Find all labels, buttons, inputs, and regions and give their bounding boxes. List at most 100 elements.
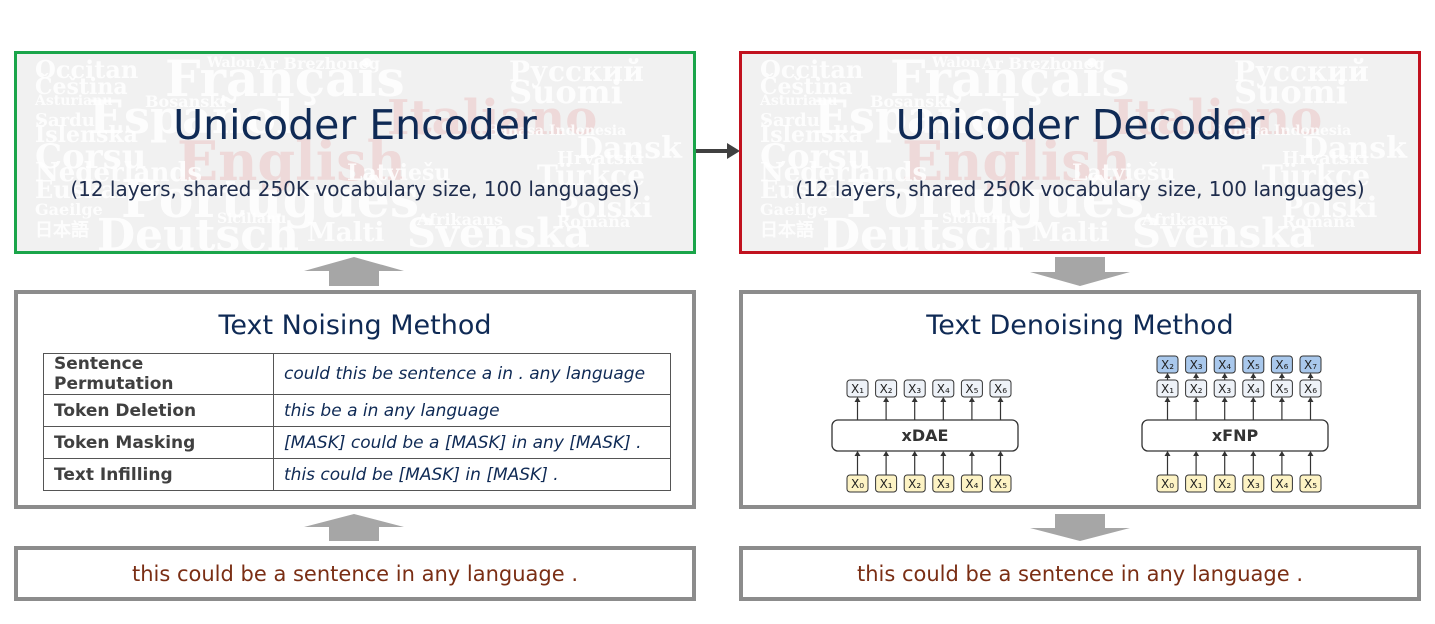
wordcloud-word: Latviešu (1072, 160, 1176, 186)
wordcloud-word: Deutsch (822, 210, 1025, 254)
token-arrowhead (883, 397, 890, 402)
wordcloud-word: Asturianu (35, 93, 113, 109)
wordcloud-word: Русский (509, 55, 644, 88)
input-token: X₄ (1275, 477, 1288, 491)
output-token-box (875, 379, 898, 398)
wordcloud-word: Hrvatski (557, 148, 644, 169)
wordcloud-word: Malti (1032, 218, 1110, 248)
encoder-title: Unicoder Encoder (173, 101, 537, 149)
wordcloud-word: Dansk (577, 131, 682, 166)
output-sentence: this could be a sentence in any language… (856, 562, 1303, 586)
wordcloud-word: 日本語 (35, 220, 89, 241)
wordcloud-word: Português (846, 169, 1145, 230)
future-token: X₄ (1218, 358, 1231, 372)
wordcloud-word: Gaeilge (760, 200, 828, 219)
output-token: X₅ (965, 382, 978, 396)
noising-example: this be a in any language (273, 394, 671, 427)
input-token: X₁ (1190, 477, 1203, 491)
wordcloud-word: Corsu (35, 137, 147, 177)
noising-method-box: Text Noising Method Sentence Permutation… (14, 290, 696, 509)
token-arrowhead (1221, 451, 1228, 456)
wordcloud-word: Ar Brezhoneg (257, 54, 380, 73)
wordcloud-word: Malti (307, 218, 385, 248)
token-arrowhead (911, 451, 918, 456)
wordcloud-word: Sardu (760, 110, 820, 131)
input-token: X₂ (1218, 477, 1231, 491)
wordcloud-word: Bosanski (870, 92, 952, 111)
denoising-title: Text Denoising Method (926, 310, 1234, 341)
noising-title: Text Noising Method (218, 310, 492, 341)
wordcloud-word: Polski (557, 191, 653, 224)
noising-method-name: Token Deletion (43, 394, 274, 427)
input-token: X₅ (994, 477, 1007, 491)
token-arrowhead (1193, 373, 1200, 378)
future-token: X₅ (1247, 358, 1260, 372)
noising-row: Token Masking[MASK] could be a [MASK] in… (43, 426, 671, 459)
input-sentence: this could be a sentence in any language… (131, 562, 578, 586)
output-token: X₂ (880, 382, 893, 396)
up-arrow-from-input (304, 514, 404, 541)
future-token-box (1213, 355, 1236, 374)
wordcloud-word: Gaeilge (35, 200, 103, 219)
wordcloud-word: Italiano (1112, 90, 1323, 146)
wordcloud-word: Deutsch (97, 210, 300, 254)
output-token: X₂ (1190, 382, 1203, 396)
token-arrowhead (997, 397, 1004, 402)
input-token: X₀ (851, 477, 864, 491)
wordcloud-word: Русский (1234, 55, 1369, 88)
wordcloud-word: Bahasa Indonesia (487, 123, 627, 139)
token-arrowhead (1164, 451, 1171, 456)
down-arrow-to-output (1030, 514, 1130, 541)
wordcloud-word: Sardu (35, 110, 95, 131)
input-token: X₅ (1304, 477, 1317, 491)
output-token-box (960, 379, 983, 398)
wordcloud-word: Français (165, 51, 405, 108)
future-token: X₆ (1275, 358, 1288, 372)
wordcloud-word: Asturianu (760, 93, 838, 109)
token-arrowhead (1278, 397, 1285, 402)
wordcloud-word: Walon (207, 55, 256, 71)
wordcloud-word: Français (890, 51, 1130, 108)
wordcloud-word: Íslenska (760, 122, 863, 148)
wordcloud-word: Română (1282, 212, 1356, 231)
noising-example: could this be sentence a in . any langua… (273, 353, 671, 395)
wordcloud-word: Afrikaans (1142, 210, 1228, 229)
output-sentence-box: this could be a sentence in any language… (739, 546, 1421, 601)
noising-method-name: Text Infilling (43, 458, 274, 491)
wordcloud-word: Türkçe (1262, 159, 1371, 192)
wordcloud-word: English (177, 129, 406, 193)
wordcloud-word: Euskara (35, 175, 145, 204)
token-arrowhead (1307, 451, 1314, 456)
wordcloud-word: Hrvatski (1282, 148, 1369, 169)
token-arrowhead (1250, 451, 1257, 456)
output-token-box (932, 379, 955, 398)
input-token: X₂ (908, 477, 921, 491)
wordcloud-word: Bosanski (145, 92, 227, 111)
token-arrowhead (1307, 373, 1314, 378)
decoder-subtitle: (12 layers, shared 250K vocabulary size,… (795, 177, 1365, 201)
output-token: X₃ (908, 382, 921, 396)
output-token: X₄ (937, 382, 950, 396)
token-arrowhead (1278, 373, 1285, 378)
output-token: X₄ (1247, 382, 1260, 396)
wordcloud-word: Suomi (1234, 73, 1348, 111)
wordcloud-word: Español (89, 90, 294, 144)
wordcloud-word: Svenska (1132, 210, 1315, 254)
noising-method-name: Token Masking (43, 426, 274, 459)
future-token: X₃ (1190, 358, 1203, 372)
token-arrowhead (911, 397, 918, 402)
input-sentence-box: this could be a sentence in any language… (14, 546, 696, 601)
output-token: X₁ (851, 382, 864, 396)
token-arrowhead (1164, 397, 1171, 402)
future-token-box (1185, 355, 1208, 374)
output-token: X₁ (1161, 382, 1174, 396)
output-token-box (903, 379, 926, 398)
wordcloud-word: Nederlands (35, 158, 203, 188)
up-arrow-to-encoder (304, 257, 404, 286)
token-arrowhead (854, 397, 861, 402)
